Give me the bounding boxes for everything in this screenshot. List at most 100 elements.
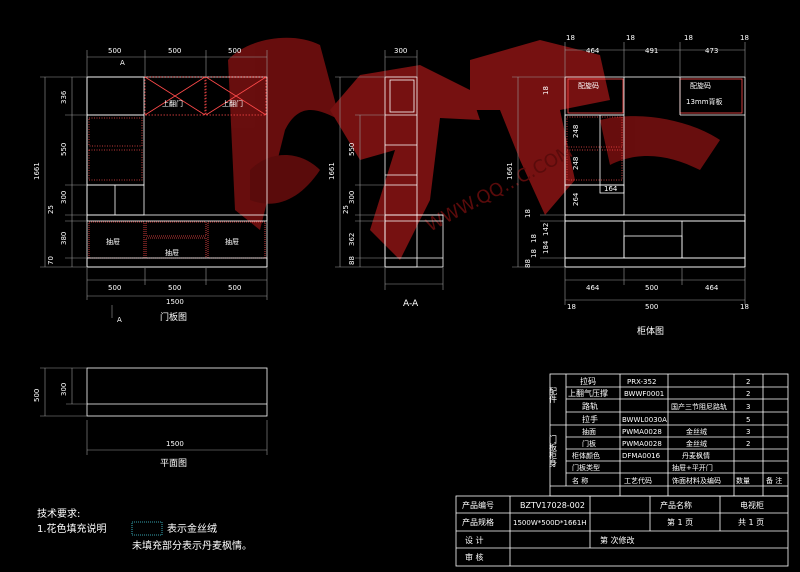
body-bottom-dim-4: 500 xyxy=(645,303,658,311)
body-top-dim-7: 18 xyxy=(740,34,749,42)
table-group-bottom: 门板柜身 xyxy=(549,434,558,468)
front-top-dim-3: 500 xyxy=(228,47,241,55)
plan-width-dim: 1500 xyxy=(166,440,184,448)
table-header-qty: 数量 xyxy=(736,476,750,485)
tb-name: 电视柜 xyxy=(740,500,764,510)
body-top-dim-2: 464 xyxy=(586,47,600,55)
table-header-note: 备 注 xyxy=(766,476,782,485)
side-view: 300 A-A 1661 550 300 25 362 88 xyxy=(328,47,444,309)
tb-revision-label: 第 次修改 xyxy=(600,535,635,545)
front-door-label-2: 上翻门 xyxy=(222,99,243,108)
front-overall-height: 1661 xyxy=(33,162,41,180)
front-section-marker-bottom: A xyxy=(117,316,122,324)
body-top-dim-5: 18 xyxy=(684,34,693,42)
table-header-spec: 饰面材料及编码 xyxy=(672,476,721,485)
table-row-2-qty: 2 xyxy=(746,390,750,398)
table-row-6-qty: 2 xyxy=(746,440,750,448)
body-inner-dim-4: 142 xyxy=(542,223,550,236)
tb-page: 第 1 页 xyxy=(667,517,693,527)
side-top-dim: 300 xyxy=(394,47,407,55)
front-view-caption: 门板图 xyxy=(160,311,187,323)
front-drawer-label-1: 抽屉 xyxy=(106,237,120,246)
table-row-4-code: BWWL0030A xyxy=(622,416,667,424)
table-row-8-spec: 抽屉+平开门 xyxy=(672,463,713,472)
front-side-dim-5: 380 xyxy=(60,232,68,245)
front-side-dim-1: 336 xyxy=(60,90,68,104)
hardware-table: 配件 门板柜身 拉码 PRX-352 2 上翻气压撑 BWWF0001 2 路轨… xyxy=(549,373,789,497)
body-bottom-dim-5: 464 xyxy=(705,284,719,292)
side-view-caption: A-A xyxy=(403,299,419,309)
front-top-dim-2: 500 xyxy=(168,47,181,55)
body-top-dim-4: 491 xyxy=(645,47,658,55)
front-side-dim-2: 550 xyxy=(60,143,68,156)
table-row-7-name: 柜体颜色 xyxy=(572,451,600,460)
tb-name-label: 产品名称 xyxy=(660,500,692,510)
notes-line2: 未填充部分表示丹麦枫情。 xyxy=(132,539,252,552)
table-row-4-qty: 5 xyxy=(746,416,750,424)
body-bottom-dim-6: 18 xyxy=(740,303,749,311)
tb-design-label: 设 计 xyxy=(465,535,484,545)
front-door-label-1: 上翻门 xyxy=(162,99,183,108)
body-label-3: 13mm背板 xyxy=(686,97,723,106)
body-side-dim-3: 18 xyxy=(530,234,538,243)
table-row-1-qty: 2 xyxy=(746,378,750,386)
body-overall-height: 1661 xyxy=(506,162,514,180)
tb-spec-label: 产品规格 xyxy=(462,517,494,527)
front-section-marker-top: A xyxy=(120,59,125,67)
plan-body-dim: 300 xyxy=(60,383,68,396)
body-top-dim-1: 18 xyxy=(566,34,575,42)
front-bottom-dim-2: 500 xyxy=(168,284,181,292)
front-total-width: 1500 xyxy=(166,298,184,306)
body-side-dim-5: 18 xyxy=(530,249,538,258)
table-row-5-spec: 金丝绒 xyxy=(686,427,707,436)
table-row-5-code: PWMA0028 xyxy=(622,428,662,436)
front-top-dim-1: 500 xyxy=(108,47,121,55)
side-dim-5: 88 xyxy=(348,256,356,265)
table-row-4-name: 拉手 xyxy=(582,414,598,424)
title-block: 产品编号 BZTV17028-002 产品名称 电视柜 产品规格 1500W*5… xyxy=(455,495,789,567)
body-label-2: 配旋码 xyxy=(690,81,711,90)
body-bottom-dim-3: 500 xyxy=(645,284,658,292)
body-side-dim-6: 88 xyxy=(524,259,532,268)
table-row-6-code: PWMA0028 xyxy=(622,440,662,448)
table-header-name: 名 称 xyxy=(572,476,588,485)
side-dim-2: 300 xyxy=(348,191,356,204)
side-dim-3: 25 xyxy=(342,205,350,214)
table-row-2-code: BWWF0001 xyxy=(624,390,664,398)
side-dim-1: 550 xyxy=(348,143,356,156)
front-side-dim-6: 70 xyxy=(47,256,55,265)
body-inner-dim-2: 248 xyxy=(572,157,580,170)
body-inner-dim-1: 248 xyxy=(572,125,580,138)
tb-code: BZTV17028-002 xyxy=(520,501,585,510)
table-group-top: 配件 xyxy=(549,387,558,404)
front-bottom-dim-3: 500 xyxy=(228,284,241,292)
plan-view-caption: 平面图 xyxy=(160,458,187,469)
front-drawer-label-3: 抽屉 xyxy=(225,237,239,246)
body-side-dim-2: 18 xyxy=(524,209,532,218)
notes-line1-suffix: 表示金丝绒 xyxy=(167,522,217,535)
tb-spec: 1500W*500D*1661H xyxy=(513,519,587,527)
table-row-6-spec: 金丝绒 xyxy=(686,439,707,448)
front-side-dim-3: 300 xyxy=(60,191,68,204)
body-view-caption: 柜体图 xyxy=(637,325,664,337)
watermark: WWW.QQ...C.COM xyxy=(228,37,720,260)
tb-review-label: 审 核 xyxy=(465,552,484,562)
body-label-1: 配旋码 xyxy=(578,81,599,90)
table-row-6-name: 门板 xyxy=(582,439,596,448)
side-dim-4: 362 xyxy=(348,233,356,246)
body-bottom-dim-2: 464 xyxy=(586,284,600,292)
body-inner-dim-3: 264 xyxy=(572,192,580,206)
front-side-dim-4: 25 xyxy=(47,205,55,214)
side-overall-height: 1661 xyxy=(328,162,336,180)
table-row-8-name: 门板类型 xyxy=(572,463,600,472)
tb-total: 共 1 页 xyxy=(738,518,764,527)
table-header-code: 工艺代码 xyxy=(624,476,652,485)
body-side-dim-4: 184 xyxy=(542,240,550,254)
technical-notes: 技术要求: 1.花色填充说明 表示金丝绒 未填充部分表示丹麦枫情。 xyxy=(37,507,252,552)
body-top-dim-6: 473 xyxy=(705,47,718,55)
plan-view: 500 300 1500 平面图 xyxy=(33,367,268,469)
body-top-dim-3: 18 xyxy=(626,34,635,42)
table-row-3-spec: 国产三节阻尼路轨 xyxy=(671,402,727,411)
notes-title: 技术要求: xyxy=(37,507,80,520)
